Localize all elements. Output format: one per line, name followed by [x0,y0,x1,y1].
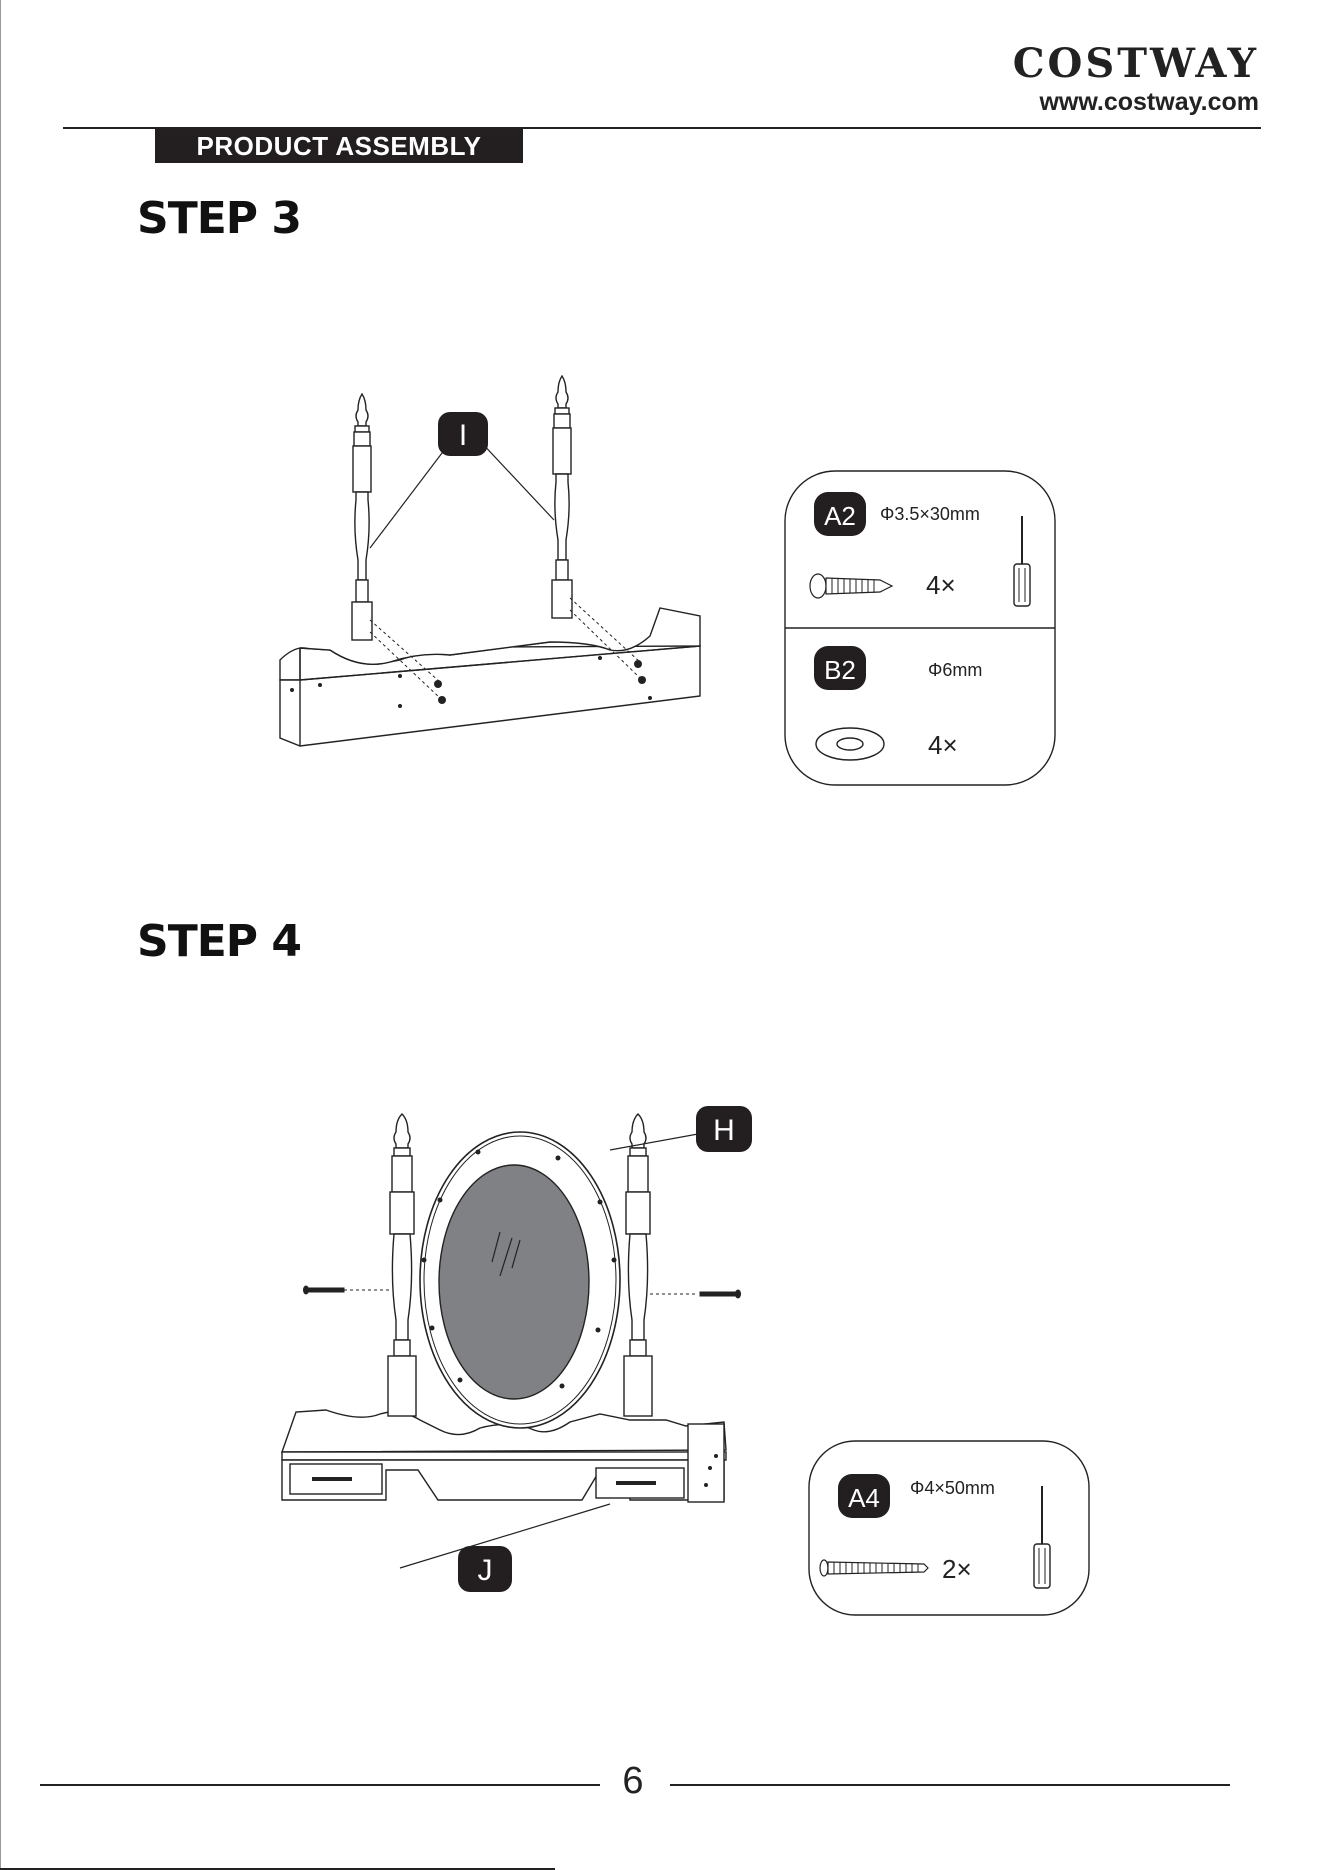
footer-rule-left [40,1784,600,1786]
step3-illustration: I [270,380,730,760]
step3-title: STEP 3 [137,193,301,244]
footer-rule-right [670,1784,1230,1786]
step4-title: STEP 4 [137,916,301,967]
brand-name: COSTWAY [1013,44,1259,84]
hardware-spec-b2: Φ6mm [928,660,982,680]
hardware-qty-a2: 4× [926,570,956,600]
hardware-spec-a4: Φ4×50mm [910,1478,995,1498]
page-left-border [0,0,1,1870]
step4-part-label-base: J [478,1554,493,1587]
hardware-code-a4: A4 [848,1483,880,1513]
hardware-qty-a4: 2× [942,1554,972,1584]
brand-website: www.costway.com [1013,88,1259,117]
brand-header: COSTWAY www.costway.com [1013,44,1259,117]
hardware-qty-b2: 4× [928,730,958,760]
step4-hardware-box: A4 Φ4×50mm 2× [804,1438,1094,1618]
page-number: 6 [600,1760,666,1803]
section-tag: PRODUCT ASSEMBLY [155,129,523,163]
washer-icon [816,728,884,760]
step3-hardware-box: A2 Φ3.5×30mm 4× B2 Φ6mm 4× [780,468,1060,788]
step4-part-label-mirror: H [713,1114,735,1147]
hardware-code-a2: A2 [824,501,856,531]
hardware-code-b2: B2 [824,655,856,685]
hardware-spec-a2: Φ3.5×30mm [880,504,980,524]
step4-illustration: H J [270,1090,770,1610]
step3-part-label: I [459,419,467,452]
